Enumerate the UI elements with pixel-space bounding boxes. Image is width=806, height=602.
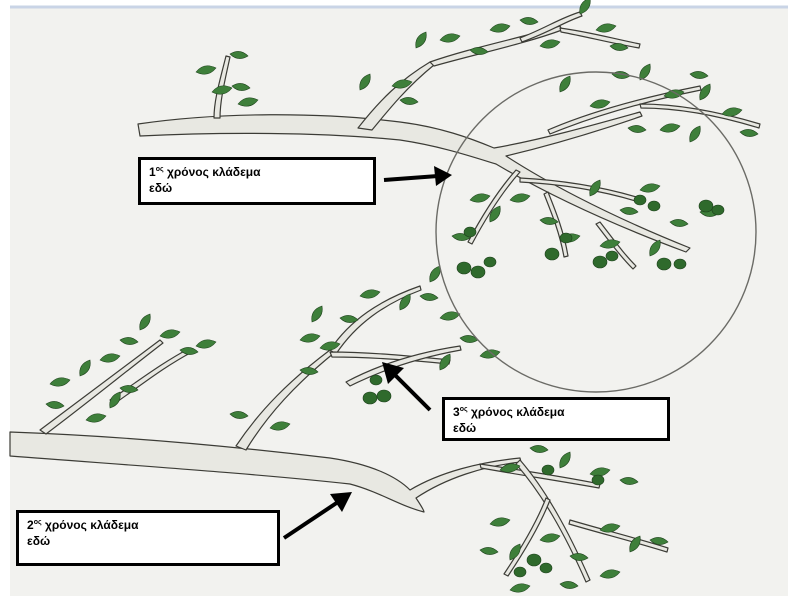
- label-text-second-line: εδώ: [453, 420, 659, 436]
- label-text: χρόνος κλάδεμα: [167, 165, 261, 179]
- label-text-second-line: εδώ: [149, 180, 365, 196]
- label-text: χρόνος κλάδεμα: [45, 518, 139, 532]
- ordinal-suffix: ος: [34, 519, 42, 526]
- label-3rd-year-pruning: 3ος χρόνος κλάδεμα εδώ: [442, 397, 670, 441]
- ordinal-suffix: ος: [156, 166, 164, 173]
- label-1st-year-pruning: 1ος χρόνος κλάδεμα εδώ: [138, 157, 376, 205]
- ordinal-number: 1: [149, 165, 156, 179]
- label-2nd-year-pruning: 2ος χρόνος κλάδεμα εδώ: [16, 510, 280, 566]
- label-1st-line: 1ος χρόνος κλάδεμα: [149, 164, 365, 180]
- ordinal-number: 3: [453, 405, 460, 419]
- label-1st-line: 3ος χρόνος κλάδεμα: [453, 404, 659, 420]
- label-1st-line: 2ος χρόνος κλάδεμα: [27, 517, 269, 533]
- label-text: χρόνος κλάδεμα: [471, 405, 565, 419]
- label-text-second-line: εδώ: [27, 533, 269, 549]
- ordinal-suffix: ος: [460, 406, 468, 413]
- ordinal-number: 2: [27, 518, 34, 532]
